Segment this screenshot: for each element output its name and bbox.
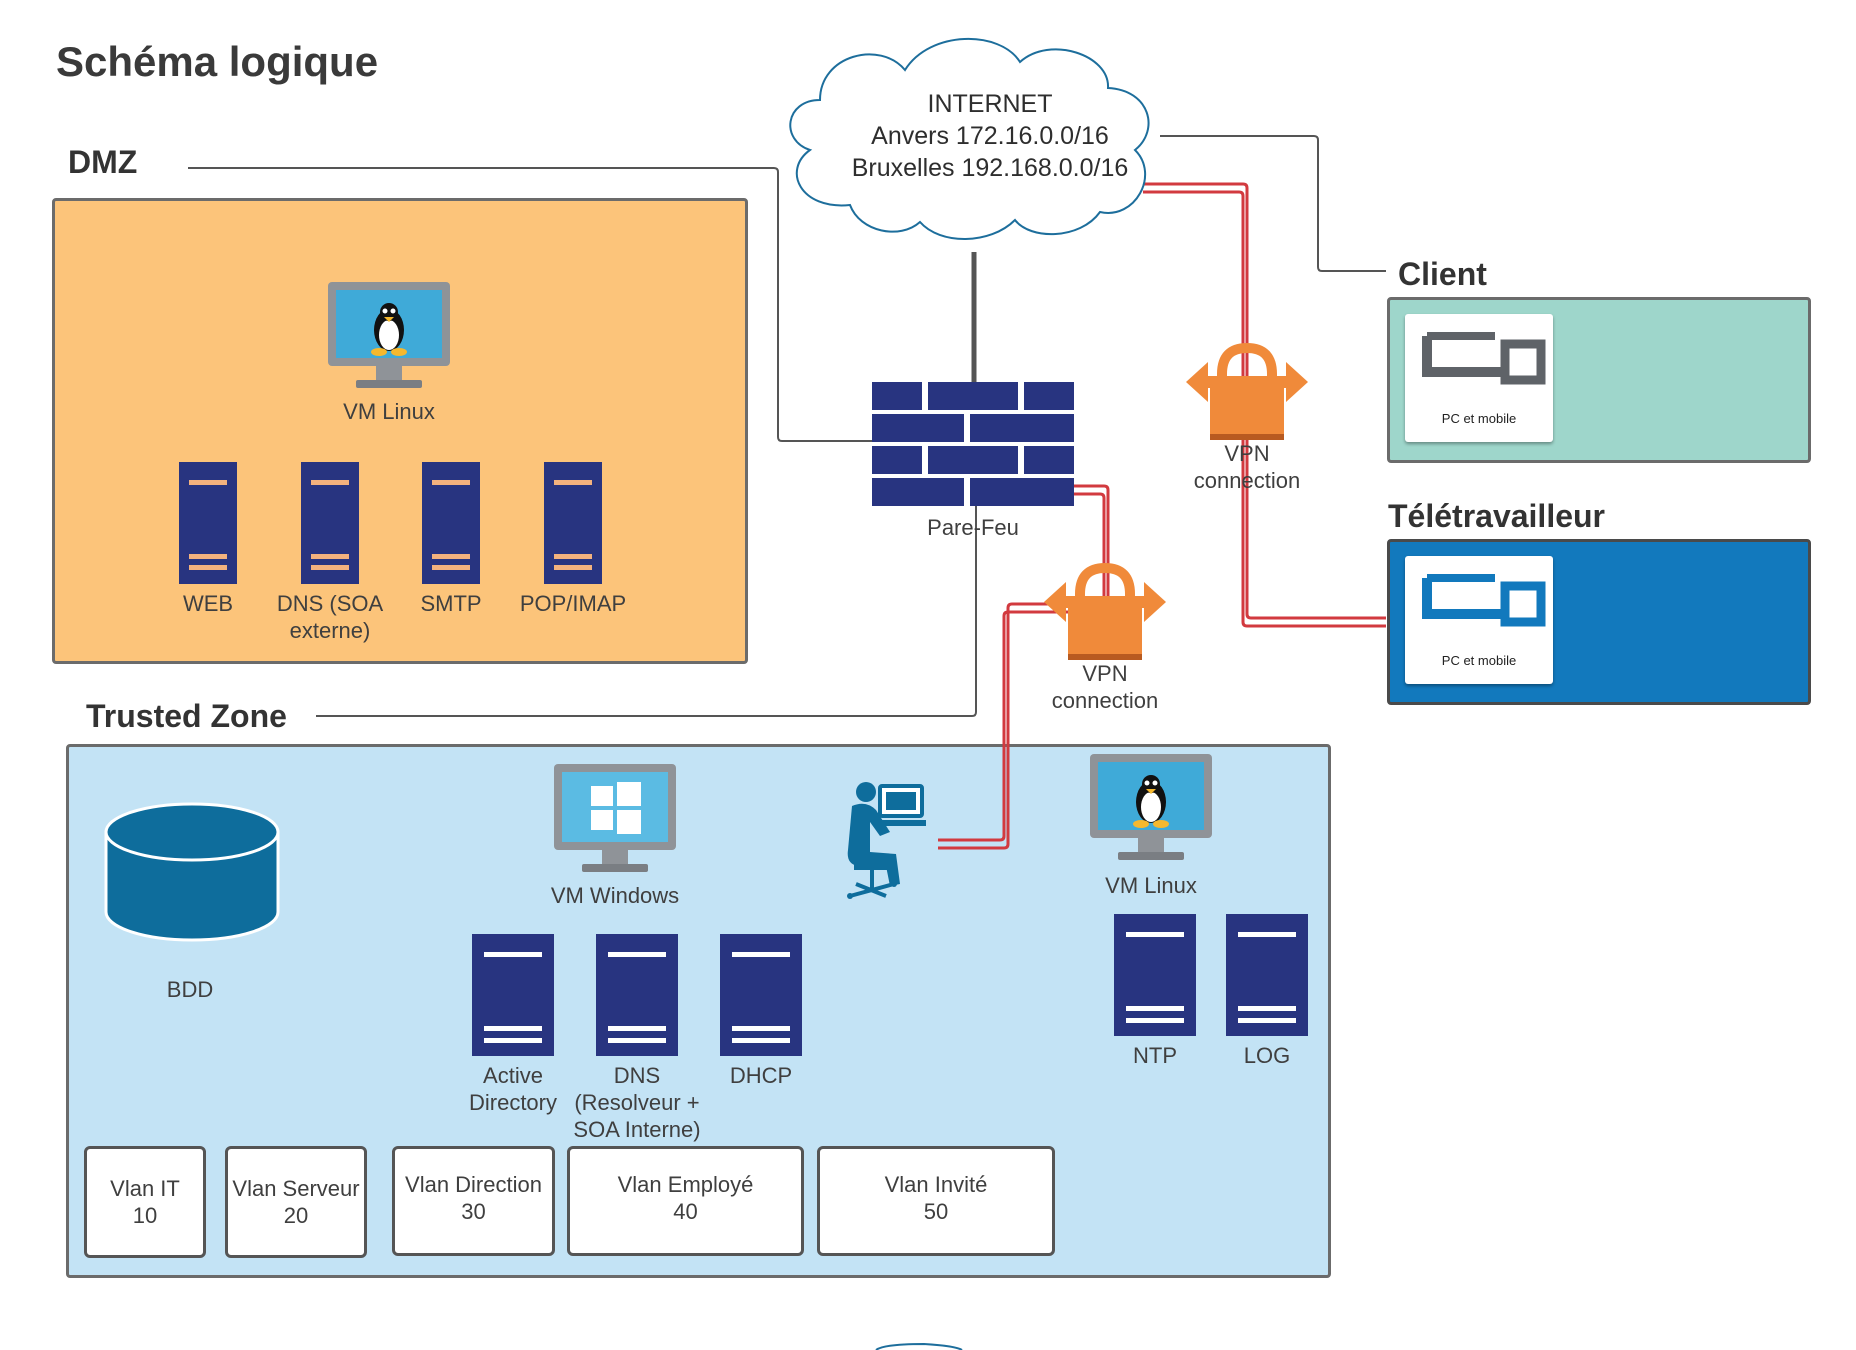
dmz-connector-line (188, 167, 876, 442)
vm-windows-label: VM Windows (550, 883, 680, 908)
server-label-line3: SOA Interne) (573, 1117, 701, 1142)
vlan-id: 40 (673, 1199, 698, 1224)
server-label-active-directory: Active Directory (448, 1062, 578, 1116)
server-label-line1: DHCP (729, 1063, 793, 1088)
server-label-line1: LOG (1243, 1043, 1291, 1068)
vlan-name: Vlan Employé (617, 1172, 754, 1197)
vpn-line-admin-b (938, 492, 1106, 850)
trusted-zone-label: Trusted Zone (86, 698, 287, 734)
dmz-vm-linux-label: VM Linux (343, 399, 435, 424)
server-icon (179, 462, 237, 584)
server-label-line1: SMTP (420, 591, 482, 616)
vlan-box-employe: Vlan Employé 40 (567, 1146, 804, 1256)
vpn-line-admin-a (938, 484, 1110, 842)
client-label: Client (1398, 256, 1487, 292)
server-icon (422, 462, 480, 584)
dmz-server-label-dns: DNS (SOA externe) (265, 590, 395, 644)
internet-anvers: Anvers 172.16.0.0/16 (871, 122, 1109, 150)
client-device-caption: PC et mobile (1441, 411, 1517, 426)
vlan-name: Vlan Invité (884, 1172, 988, 1197)
vlan-box-direction: Vlan Direction 30 (392, 1146, 555, 1256)
server-label-line1: DNS (SOA (276, 591, 384, 616)
cloud-icon (875, 1342, 963, 1350)
vpn-label-middle: VPN connection (1035, 660, 1175, 714)
server-label-line2: externe) (289, 618, 371, 643)
vpn-label-line2: connection (1051, 688, 1159, 713)
server-icon (1226, 914, 1308, 1036)
vlan-box-it: Vlan IT 10 (84, 1146, 206, 1258)
firewall-icon (872, 382, 1074, 506)
vlan-name: Vlan Direction (405, 1172, 542, 1197)
server-label-dns-internal: DNS (Resolveur + SOA Interne) (562, 1062, 712, 1143)
client-device-card: PC et mobile (1405, 314, 1553, 442)
dmz-server-label-popimap: POP/IMAP (508, 590, 638, 617)
server-label-line1: POP/IMAP (519, 591, 627, 616)
teletravailleur-device-card: PC et mobile (1405, 556, 1553, 684)
teletravailleur-device-caption: PC et mobile (1441, 653, 1517, 668)
vlan-box-serveur: Vlan Serveur 20 (225, 1146, 367, 1258)
vlan-name: Vlan Serveur (232, 1176, 360, 1201)
server-label-log: LOG (1207, 1042, 1327, 1069)
cloud-icon (789, 37, 1150, 240)
vlan-id: 30 (461, 1199, 486, 1224)
vlan-id: 20 (283, 1203, 309, 1228)
pc-mobile-icon (1422, 332, 1546, 385)
vpn-label-line1: VPN (1224, 441, 1270, 466)
server-icon (596, 934, 678, 1056)
database-icon (104, 802, 280, 942)
server-label-line1: Active (483, 1063, 543, 1088)
page-title: Schéma logique (56, 38, 379, 85)
internet-bruxelles: Bruxelles 192.168.0.0/16 (851, 154, 1129, 182)
server-label-line1: NTP (1133, 1043, 1177, 1068)
server-label-line1: WEB (182, 591, 234, 616)
person-computer-icon (847, 782, 926, 899)
dmz-server-label-web: WEB (148, 590, 268, 617)
internet-title: INTERNET (927, 90, 1053, 118)
vpn-label-top: VPN connection (1177, 440, 1317, 494)
dmz-server-label-smtp: SMTP (391, 590, 511, 617)
linux-monitor-icon (1090, 754, 1212, 860)
server-icon (301, 462, 359, 584)
vlan-id: 50 (923, 1199, 949, 1224)
server-label-ntp: NTP (1095, 1042, 1215, 1069)
vpn-label-line1: VPN (1082, 661, 1128, 686)
server-label-line2: (Resolveur + (574, 1090, 700, 1115)
vpn-lock-icon (1186, 342, 1308, 440)
firewall-label: Pare-Feu (927, 515, 1019, 540)
trusted-connector-line (316, 500, 977, 717)
teletravailleur-label: Télétravailleur (1388, 498, 1605, 534)
server-label-line1: DNS (613, 1063, 661, 1088)
vlan-name: Vlan IT (110, 1176, 180, 1201)
client-connector-line (1160, 135, 1386, 272)
server-icon (1114, 914, 1196, 1036)
server-icon (472, 934, 554, 1056)
dmz-zone (52, 198, 748, 664)
server-icon (544, 462, 602, 584)
server-label-dhcp: DHCP (696, 1062, 826, 1089)
vlan-id: 10 (132, 1203, 158, 1228)
server-icon (720, 934, 802, 1056)
bdd-label: BDD (166, 977, 214, 1002)
linux-monitor-icon (328, 282, 450, 388)
trusted-vm-linux-label: VM Linux (1105, 873, 1197, 898)
vpn-label-line2: connection (1193, 468, 1301, 493)
windows-monitor-icon (554, 764, 676, 872)
vlan-box-invite: Vlan Invité 50 (817, 1146, 1055, 1256)
vpn-lock-icon (1044, 562, 1166, 660)
dmz-label: DMZ (68, 144, 138, 180)
pc-mobile-icon (1422, 574, 1546, 627)
server-label-line2: Directory (468, 1090, 557, 1115)
internet-label: INTERNET Anvers 172.16.0.0/16 Bruxelles … (820, 88, 1160, 184)
